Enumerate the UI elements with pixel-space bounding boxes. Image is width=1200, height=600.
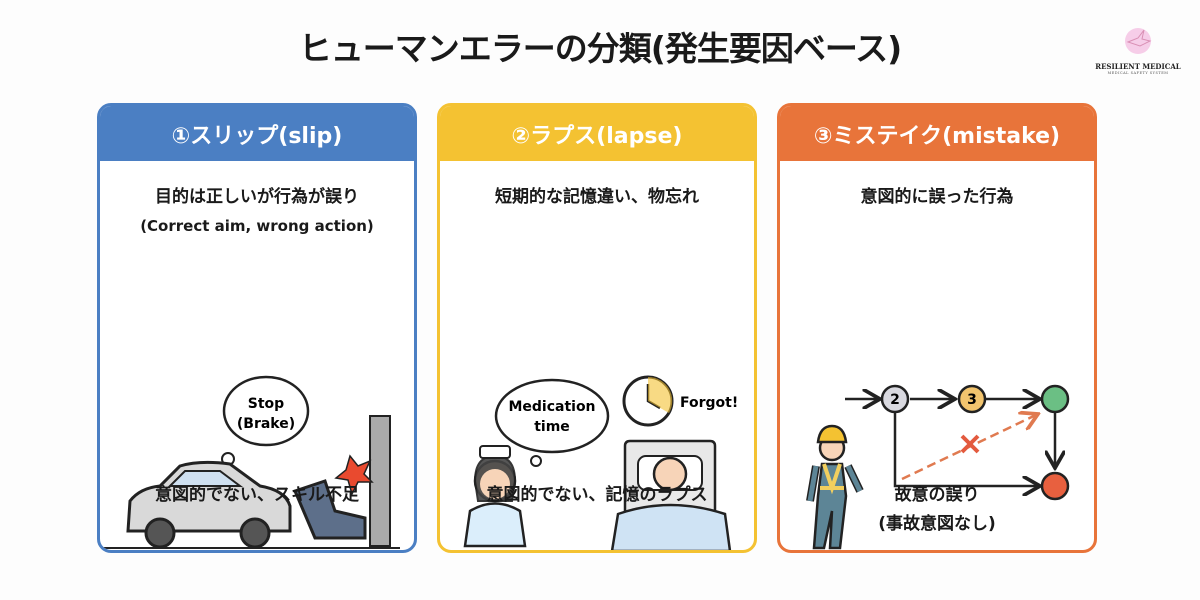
- bubble-text-time: time: [534, 419, 570, 435]
- card-description: 短期的な記憶違い、物忘れ: [495, 187, 699, 207]
- card-header: ②ラプス(lapse): [440, 106, 754, 161]
- step-node: [957, 384, 987, 414]
- card-footer: 意図的でない、記憶のラプス: [486, 485, 708, 505]
- card-footer-note: (事故意図なし): [878, 514, 996, 534]
- card-slip: ①スリップ(slip) 目的は正しいが行為が誤り (Correct aim, wr…: [97, 103, 417, 553]
- card-header: ①スリップ(slip): [100, 106, 414, 161]
- card-footer: 故意の誤り: [894, 485, 980, 505]
- step-node: [880, 384, 910, 414]
- step-node-label: 2: [890, 392, 900, 408]
- forgot-label: Forgot!: [680, 395, 738, 411]
- page-title: ヒューマンエラーの分類(発生要因ベース): [298, 29, 903, 68]
- car-brake-illustration: Stop (Brake): [100, 375, 400, 549]
- process-flow-illustration: 2 3: [806, 384, 1070, 550]
- bubble-text-stop: Stop: [248, 396, 284, 412]
- bubble-text-medication: Medication: [508, 399, 595, 415]
- card-lapse: ②ラプス(lapse) 短期的な記憶違い、物忘れ Medication time…: [437, 103, 757, 553]
- card-mistake: ③ミステイク(mistake) 意図的に誤った行為 2 3 故意の誤り (事故意…: [777, 103, 1097, 553]
- step-node-label: 3: [967, 392, 977, 408]
- goal-node-green: [1040, 384, 1070, 414]
- card-description: 目的は正しいが行為が誤り: [155, 187, 359, 207]
- logo-name: RESILIENT MEDICAL: [1095, 62, 1181, 71]
- bubble-text-brake: (Brake): [237, 416, 295, 432]
- card-header: ③ミステイク(mistake): [780, 106, 1094, 161]
- logo: RESILIENT MEDICAL MEDICAL SAFETY SYSTEM: [1082, 26, 1194, 75]
- clock-icon: [622, 375, 674, 427]
- card-footer: 意図的でない、スキル不足: [155, 485, 359, 505]
- logo-subtitle: MEDICAL SAFETY SYSTEM: [1107, 71, 1169, 75]
- worker-icon: [806, 424, 864, 550]
- card-description-en: (Correct aim, wrong action): [140, 217, 374, 235]
- dove-logo-icon: [1125, 28, 1152, 54]
- nurse-patient-illustration: Medication time Forgot!: [463, 375, 738, 550]
- card-description: 意図的に誤った行為: [860, 187, 1014, 207]
- error-node-red: [1040, 471, 1070, 501]
